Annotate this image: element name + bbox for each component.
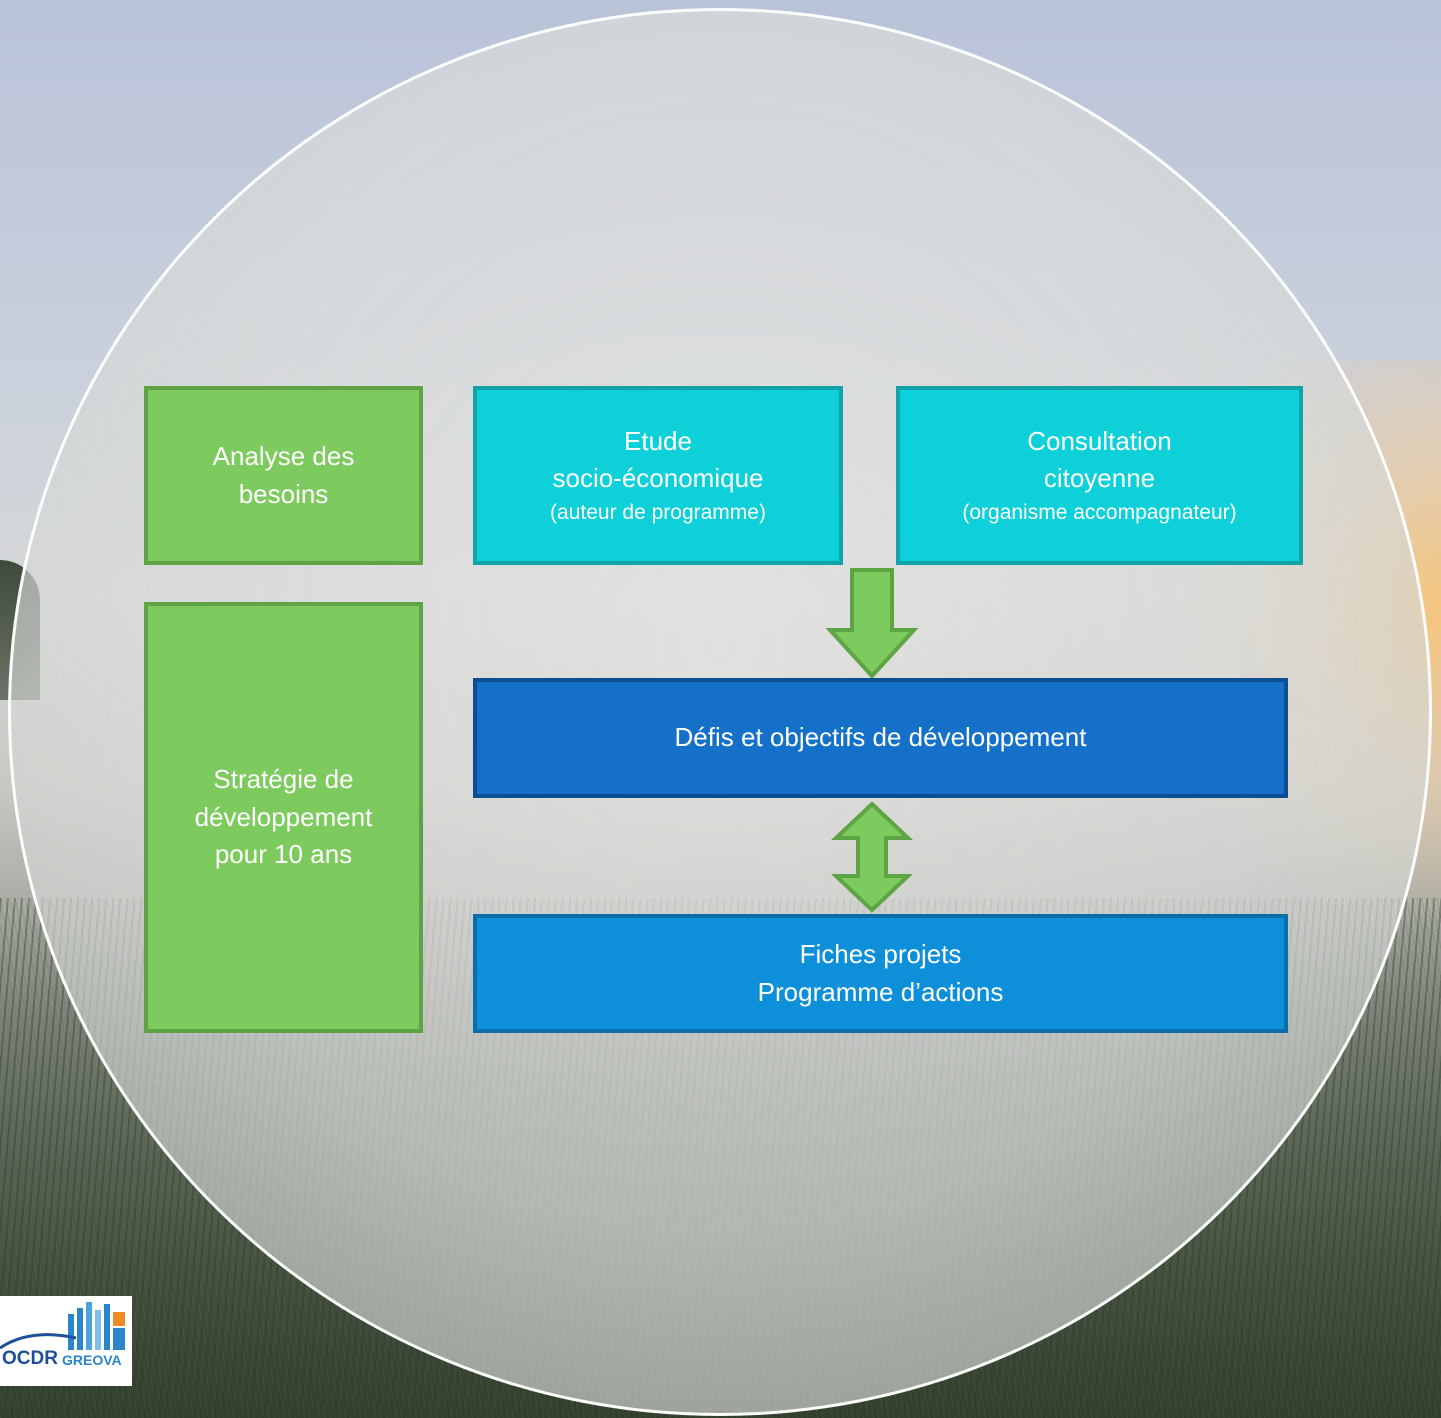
ocdr-swoosh-logo (0, 1333, 77, 1350)
consultation-line1: Consultation (1027, 425, 1172, 456)
etude-line1: Etude (624, 425, 692, 456)
defis-line1: Défis et objectifs de développement (674, 722, 1087, 753)
etude-line2: socio-économique (552, 463, 764, 494)
consultation-line2: citoyenne (1043, 463, 1156, 494)
strategie-line1: Stratégie de (213, 763, 354, 794)
analyse-line1: Analyse des (212, 440, 355, 471)
greova-bars-logo (68, 1302, 125, 1350)
strategie-developpement-box: Stratégie de développement pour 10 ans (144, 602, 423, 1033)
greova-logo-text: GREOVA (62, 1352, 122, 1368)
strategie-line2: développement (194, 801, 373, 832)
partner-logos: OCDR GREOVA (0, 1296, 132, 1386)
fiches-projets-box: Fiches projets Programme d’actions (473, 914, 1288, 1033)
analyse-line2: besoins (238, 478, 329, 509)
double-arrow-vertical-icon (830, 801, 914, 913)
analyse-besoins-box: Analyse des besoins (144, 386, 423, 565)
consultation-citoyenne-box: Consultation citoyenne (organisme accomp… (896, 386, 1303, 565)
fiches-line2: Programme d’actions (757, 976, 1004, 1007)
ocdr-logo-text: OCDR (2, 1348, 58, 1369)
fiches-line1: Fiches projets (799, 938, 962, 969)
arrow-down-icon (825, 568, 919, 679)
etude-line3: (auteur de programme) (550, 500, 766, 524)
etude-socio-economique-box: Etude socio-économique (auteur de progra… (473, 386, 843, 565)
consultation-line3: (organisme accompagnateur) (962, 500, 1237, 524)
strategie-line3: pour 10 ans (214, 839, 353, 870)
defis-objectifs-box: Défis et objectifs de développement (473, 678, 1288, 798)
